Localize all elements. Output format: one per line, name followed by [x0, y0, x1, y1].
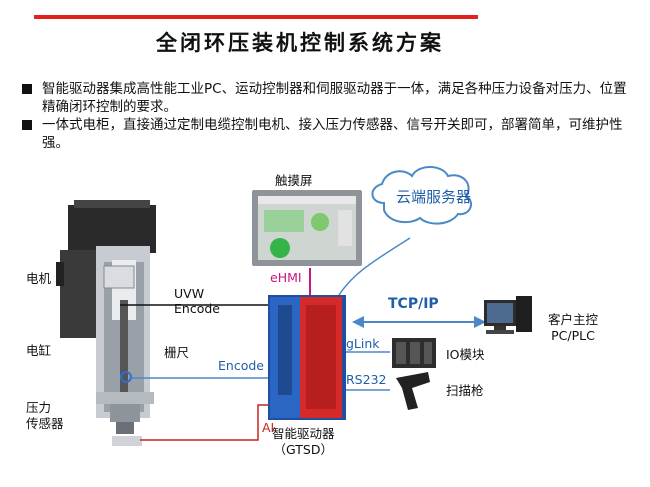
- touchscreen-icon: [252, 190, 362, 266]
- client-host-label: 客户主控 PC/PLC: [548, 312, 599, 343]
- title-rule: [34, 15, 478, 19]
- client-pc-icon: [484, 296, 532, 334]
- cloud-link-line: [335, 237, 411, 301]
- bullet-list: 智能驱动器集成高性能工业PC、运动控制器和伺服驱动器于一体，满足各种压力设备对压…: [20, 80, 630, 152]
- bullet-item: 一体式电柜，直接通过定制电缆控制电机、接入压力传感器、信号开关即可，部署简单，可…: [20, 116, 630, 152]
- encode-top-label: Encode: [174, 301, 220, 316]
- rs232-label: RS232: [346, 372, 387, 387]
- scanner-label: 扫描枪: [446, 383, 484, 398]
- tcpip-label: TCP/IP: [388, 296, 439, 312]
- ehmi-label: eHMI: [270, 270, 302, 285]
- bullet-marker-icon: [22, 120, 32, 130]
- driver-name-label: 智能驱动器 （GTSD）: [272, 426, 335, 457]
- cylinder-label: 电缸: [26, 343, 52, 358]
- motor-label: 电机: [26, 271, 52, 286]
- scanner-icon: [396, 372, 430, 410]
- io-module-icon: [392, 338, 436, 368]
- arrow-right-icon: [474, 316, 486, 328]
- bullet-marker-icon: [22, 84, 32, 94]
- cloud-server-label: 云端服务器: [396, 188, 472, 206]
- pressure-sensor-label: 压力 传感器: [26, 400, 64, 431]
- slide-title: 全闭环压装机控制系统方案: [156, 30, 444, 55]
- ai-line: [140, 404, 268, 441]
- uvw-label: UVW: [174, 286, 205, 301]
- encode-mid-label: Encode: [218, 358, 264, 373]
- bullet-text: 一体式电柜，直接通过定制电缆控制电机、接入压力传感器、信号开关即可，部署简单，可…: [42, 117, 623, 151]
- ai-label: AI: [262, 420, 275, 435]
- arrow-left-icon: [352, 316, 364, 328]
- touchscreen-label: 触摸屏: [275, 173, 313, 188]
- bullet-item: 智能驱动器集成高性能工业PC、运动控制器和伺服驱动器于一体，满足各种压力设备对压…: [20, 80, 630, 116]
- glink-label: gLink: [346, 336, 380, 351]
- bullet-text: 智能驱动器集成高性能工业PC、运动控制器和伺服驱动器于一体，满足各种压力设备对压…: [42, 81, 627, 115]
- io-module-label: IO模块: [446, 347, 485, 362]
- cloud-icon: [371, 166, 473, 225]
- press-actuator-icon: [56, 200, 156, 446]
- grating-ruler-label: 栅尺: [164, 345, 190, 360]
- smart-driver-icon: [268, 295, 346, 420]
